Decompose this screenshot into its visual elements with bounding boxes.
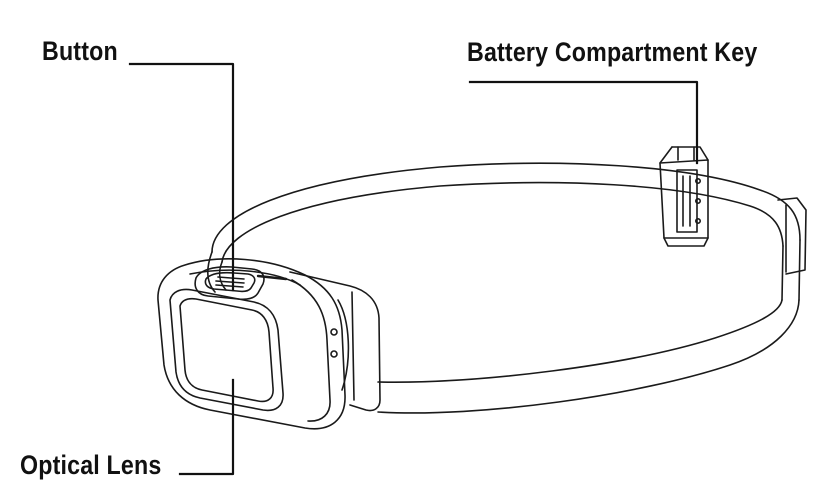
battery-compartment-key (659, 146, 709, 247)
power-button (194, 266, 288, 301)
button-leader (128, 62, 235, 292)
optical-lens-label: Optical Lens (20, 450, 162, 480)
optical-lens (169, 288, 284, 412)
battery-key-leader (468, 80, 699, 165)
battery-compartment-key-label: Battery Compartment Key (467, 37, 758, 67)
button-label: Button (42, 36, 118, 66)
lamp-housing (157, 258, 381, 430)
leader-lines (128, 62, 699, 476)
head-strap (207, 162, 807, 414)
lens-leader (178, 378, 235, 476)
